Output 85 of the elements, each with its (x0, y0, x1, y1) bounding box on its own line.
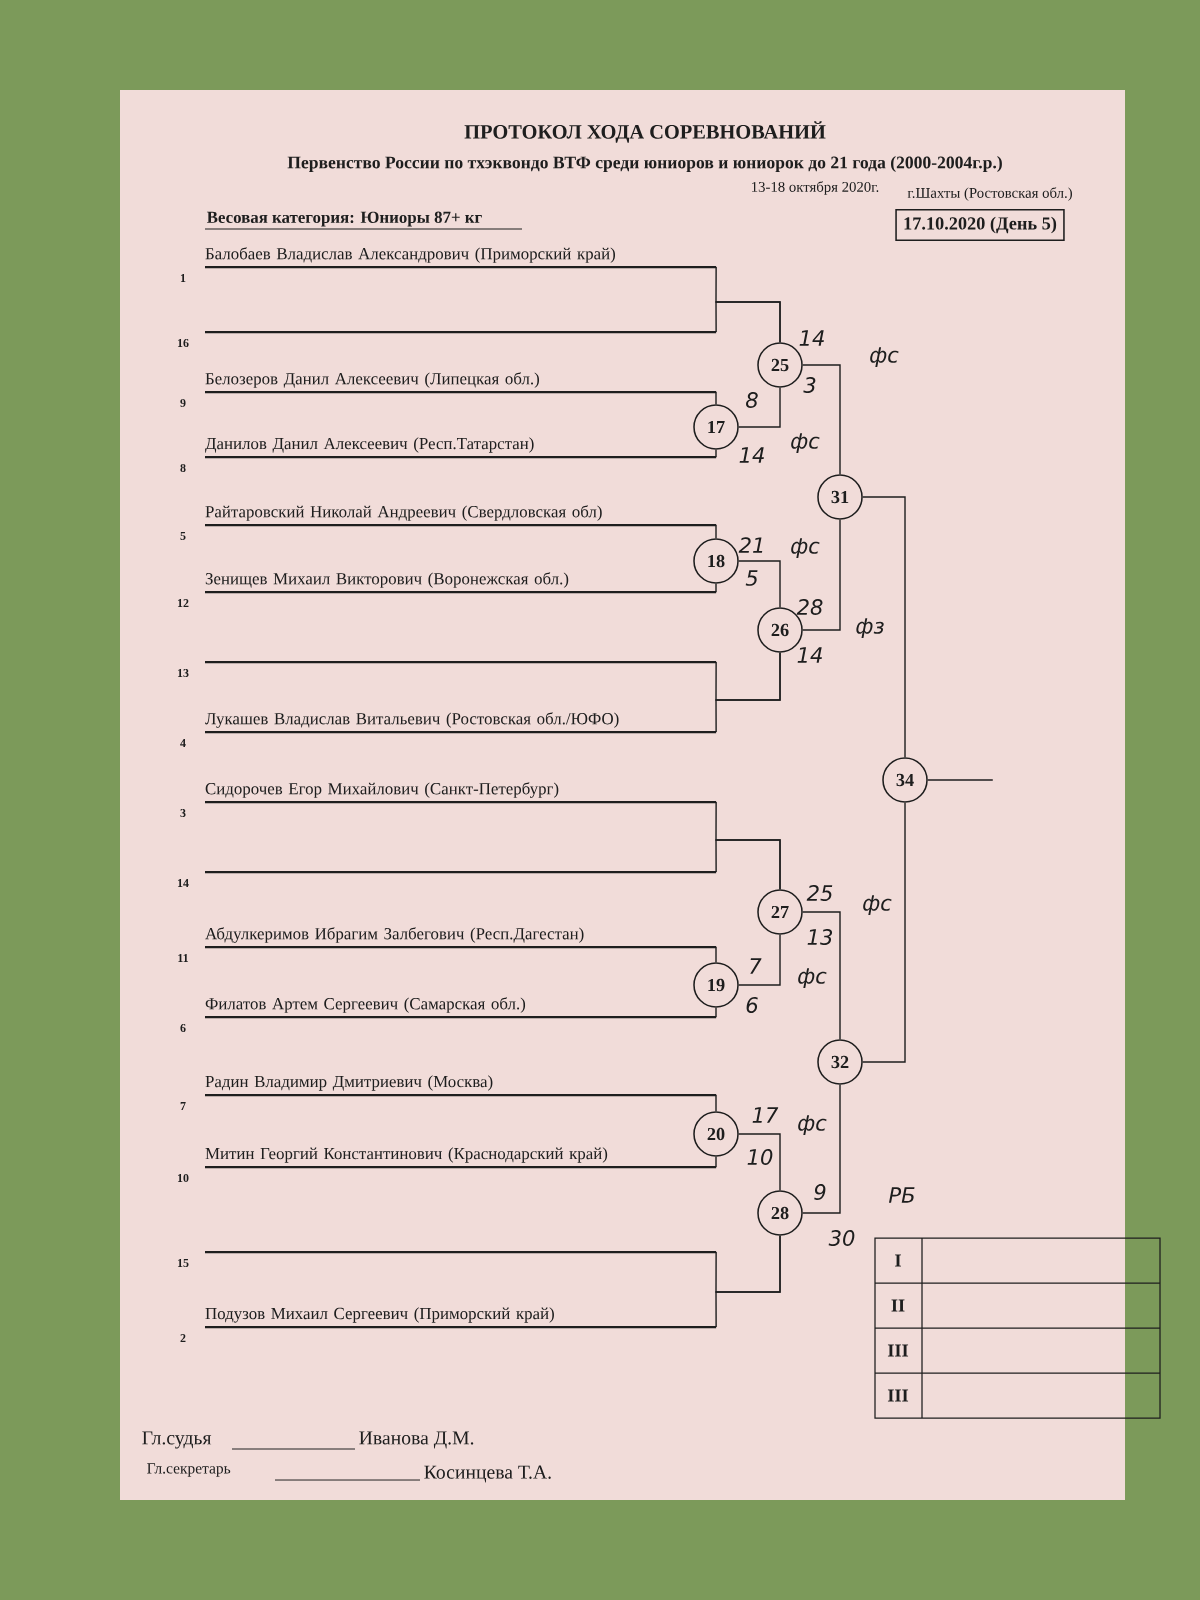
place-number: III (887, 1344, 909, 1357)
bracket-line (715, 652, 781, 733)
player-line (205, 1250, 717, 1254)
bracket-line (715, 449, 717, 458)
place-number: II (891, 1299, 905, 1312)
seed-number: 3 (180, 809, 186, 817)
bracket-line (715, 1156, 717, 1168)
bracket-line (715, 524, 717, 539)
handwritten-score: 13 (807, 929, 833, 945)
seed-number: 7 (180, 1102, 186, 1110)
handwritten-score: фс (798, 968, 827, 988)
signature-name: Иванова Д.М. (359, 1431, 474, 1449)
bracket-line (715, 301, 781, 343)
bracket-line (927, 779, 994, 781)
handwritten-score: 5 (745, 570, 758, 586)
player-line (205, 660, 717, 664)
bracket-line (802, 1084, 841, 1214)
handwritten-score: фс (870, 347, 899, 367)
handwritten-score: фс (791, 538, 820, 558)
seed-number: 16 (177, 339, 189, 347)
seed-number: 10 (177, 1174, 189, 1183)
seed-number: 8 (180, 464, 186, 473)
seed-number: 2 (180, 1334, 186, 1342)
seed-number: 4 (180, 739, 186, 747)
player-line (205, 330, 717, 334)
bracket-line (802, 364, 841, 475)
handwritten-score: 8 (746, 392, 758, 408)
handwritten-score: 25 (806, 885, 833, 901)
seed-number: 1 (180, 274, 186, 282)
bracket-line (715, 1007, 717, 1018)
signature-role: Гл.судья (142, 1431, 212, 1449)
player-line: Абдулкеримов Ибрагим Залбегович (Респ.Дагестан) (205, 927, 717, 949)
handwritten-score: 30 (828, 1230, 855, 1246)
handwritten-score: 21 (738, 537, 763, 553)
handwritten-score: 7 (750, 958, 762, 974)
seed-number: 14 (177, 879, 189, 887)
bracket-line (738, 560, 781, 608)
bracket-line (738, 934, 781, 986)
handwritten-score: 3 (803, 377, 816, 393)
seed-number: 15 (177, 1259, 189, 1267)
bracket-line (802, 519, 841, 631)
handwritten-score: фс (791, 433, 820, 453)
bracket-line (715, 1235, 781, 1328)
handwritten-score: фс (798, 1115, 827, 1135)
seed-number: 13 (177, 669, 189, 677)
seed-number: 11 (178, 954, 189, 962)
handwritten-score: 9 (814, 1184, 826, 1200)
seed-number: 9 (180, 399, 186, 407)
player-line: Райтаровский Николай Андреевич (Свердловская обл) (205, 505, 717, 527)
bracket-line (802, 911, 841, 1040)
player-line: Сидорочев Егор Михайлович (Санкт-Петербург) (205, 782, 717, 804)
bracket-line (862, 496, 906, 758)
place-number: I (895, 1254, 901, 1267)
player-line: Лукашев Владислав Витальевич (Ростовская обл./ЮФО) (205, 712, 717, 734)
bracket-line (738, 1133, 781, 1191)
seed-number: 12 (177, 599, 189, 607)
player-line: Радин Владимир Дмитриевич (Москва) (205, 1075, 717, 1097)
bracket-line (715, 1094, 717, 1112)
event-dates: 13-18 октября 2020г. (752, 181, 879, 195)
weight-category: Весовая категория: Юниоры 87+ кг (207, 211, 482, 227)
bracket-line (738, 387, 781, 428)
signature-role: Гл.секретарь (147, 1463, 231, 1477)
handwritten-score: РБ (889, 1187, 915, 1203)
subtitle: Первенство России по тхэквондо ВТФ среди юниоров и юниорок до 21 года (2000-2004г.р.) (287, 156, 1002, 172)
seed-number: 5 (180, 532, 186, 540)
handwritten-score: 17 (752, 1107, 779, 1123)
player-line: Подузов Михаил Сергеевич (Приморский край) (205, 1307, 717, 1329)
handwritten-score: 14 (739, 447, 764, 463)
handwritten-score: 6 (746, 997, 758, 1013)
bracket-line (862, 802, 906, 1063)
handwritten-score: 10 (747, 1149, 773, 1165)
bracket-line (715, 583, 717, 593)
place-number: III (887, 1389, 909, 1402)
player-line: Балобаев Владислав Александрович (Приморский край) (205, 247, 717, 269)
bracket-line (715, 391, 717, 405)
handwritten-score: фз (856, 618, 884, 638)
player-line (205, 870, 717, 874)
date-box: 17.10.2020 (День 5) (895, 208, 1065, 242)
handwritten-score: фс (863, 895, 892, 915)
seed-number: 6 (180, 1024, 186, 1032)
signature-name: Косинцева Т.А. (424, 1465, 551, 1483)
player-line: Белозеров Данил Алексеевич (Липецкая обл.) (205, 372, 717, 394)
bracket-line (715, 839, 781, 890)
title: ПРОТОКОЛ ХОДА СОРЕВНОВАНИЙ (464, 121, 826, 143)
bracket-line (715, 946, 717, 963)
